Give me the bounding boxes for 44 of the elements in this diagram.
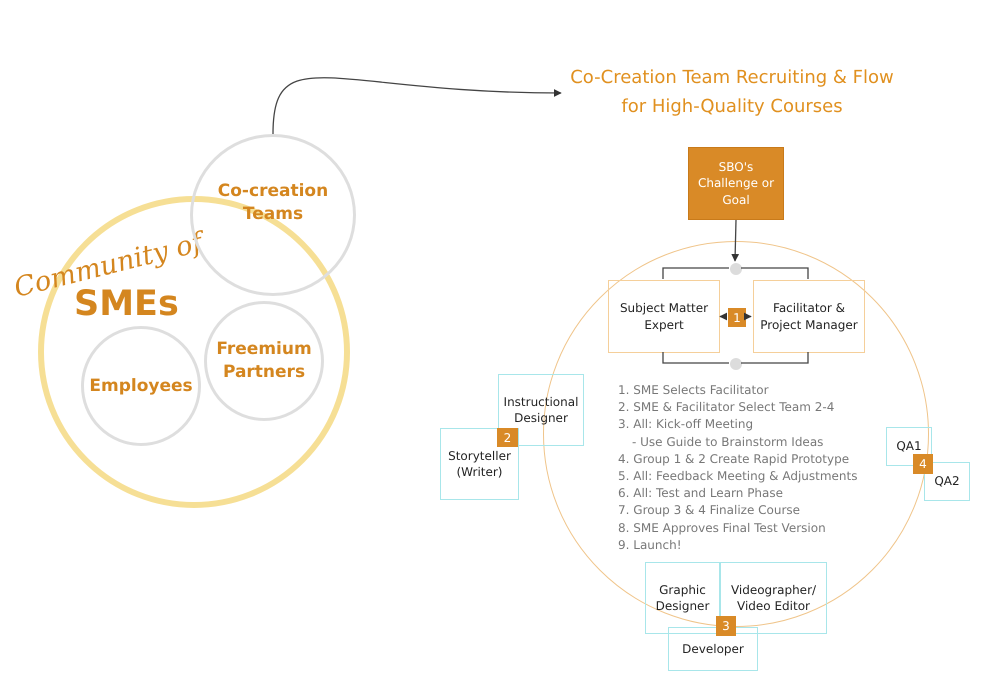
role-box bbox=[645, 562, 720, 634]
step-text: 2. SME & Facilitator Select Team 2-4 bbox=[618, 400, 834, 414]
group-circle bbox=[204, 301, 324, 421]
group-label: Co-creation Teams bbox=[216, 180, 330, 226]
goal-box: SBO's Challenge or Goal bbox=[688, 147, 784, 220]
step-text: 5. All: Feedback Meeting & Adjustments bbox=[618, 469, 858, 483]
connector-line bbox=[662, 267, 729, 279]
group-label: Employees bbox=[88, 374, 194, 398]
step-text: 3. All: Kick-off Meeting bbox=[618, 417, 754, 432]
role-label: QA2 bbox=[933, 473, 961, 490]
step-text: 7. Group 3 & 4 Finalize Course bbox=[618, 503, 800, 518]
role-label: Instructional Designer bbox=[502, 394, 580, 426]
step-text: - Use Guide to Brainstorm Ideas bbox=[632, 434, 824, 449]
step-badge: 3 bbox=[716, 616, 736, 636]
step-text: 8. SME Approves Final Test Version bbox=[618, 520, 826, 535]
step-text: 4. Group 1 & 2 Create Rapid Prototype bbox=[618, 452, 850, 466]
role-box bbox=[440, 428, 519, 500]
role-label: Facilitator & Project Manager bbox=[759, 300, 859, 333]
arrow bbox=[719, 312, 728, 320]
connector-dot bbox=[730, 358, 742, 370]
role-label: Graphic Designer bbox=[654, 582, 710, 614]
connector-line bbox=[662, 352, 729, 364]
group-label: Freemium Partners bbox=[215, 338, 313, 384]
connector-dot bbox=[730, 263, 742, 275]
connector-line bbox=[741, 267, 809, 279]
role-label: Developer bbox=[681, 640, 745, 658]
step-text: 6. All: Test and Learn Phase bbox=[618, 486, 784, 500]
group-circle bbox=[81, 326, 201, 446]
step-badge: 1 bbox=[728, 308, 746, 327]
arrow bbox=[731, 220, 740, 262]
step-badge: 4 bbox=[913, 454, 933, 474]
step-text: 1. SME Selects Facilitator bbox=[618, 383, 769, 397]
step-badge: 2 bbox=[497, 428, 518, 447]
title-text: Co-Creation Team Recruiting & Flow for High-Quality Courses bbox=[562, 48, 902, 138]
step-text: 9. Launch! bbox=[618, 538, 682, 552]
arrow bbox=[272, 77, 562, 134]
role-label: Subject Matter Expert bbox=[618, 300, 710, 333]
role-box bbox=[753, 280, 865, 353]
role-label: Videographer/ Video Editor bbox=[730, 582, 818, 614]
arrow bbox=[744, 312, 752, 320]
connector-line bbox=[741, 352, 809, 364]
role-box bbox=[608, 280, 720, 353]
role-label: QA1 bbox=[895, 438, 923, 455]
role-label: Storyteller (Writer) bbox=[447, 448, 512, 480]
